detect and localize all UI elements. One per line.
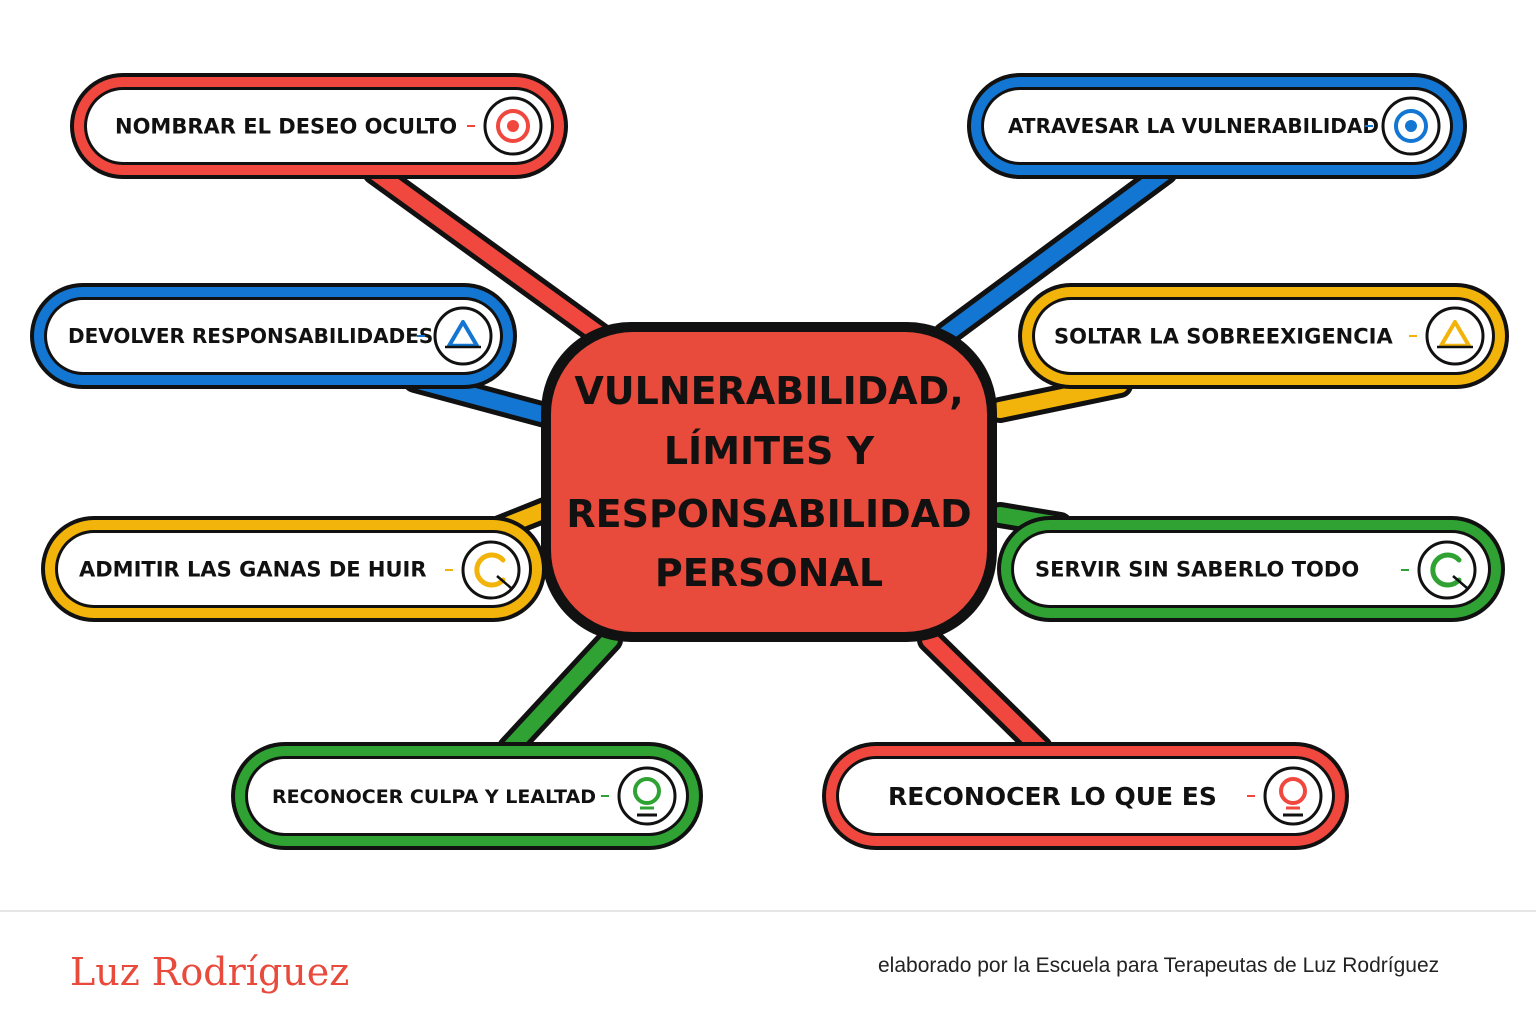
central-topic-line-2: LÍMITES Y [664,429,875,473]
node-loquees: RECONOCER LO QUE ES [822,742,1349,850]
node-nombrar: NOMBRAR EL DESEO OCULTO [70,73,568,179]
mind-map: NOMBRAR EL DESEO OCULTO ATRAVESAR LA VULN… [30,73,1509,850]
connector-soltar [987,372,1133,423]
target-icon [483,96,543,156]
node-devolver: DEVOLVER RESPONSABILIDADES [30,283,517,389]
connectors [362,159,1178,761]
lightbulb-icon [617,766,677,826]
node-face [839,759,1332,833]
central-topic-line-3: RESPONSABILIDAD [566,492,971,536]
node-face [47,300,500,372]
node-culpa: RECONOCER CULPA Y LEALTAD [231,742,703,850]
author-signature: Luz Rodríguez [70,950,350,994]
node-label-culpa: RECONOCER CULPA Y LEALTAD [272,786,596,808]
central-topic-line-1: VULNERABILIDAD, [574,369,963,413]
node-face [58,533,529,605]
node-face [1035,300,1492,372]
node-face [248,759,686,833]
target-icon [1381,96,1441,156]
connector-culpa [497,627,623,761]
node-label-servir: SERVIR SIN SABERLO TODO [1035,558,1359,582]
credit-text: elaborado por la Escuela para Terapeutas… [878,954,1440,977]
open-ring-icon [461,540,521,600]
node-atravesar: ATRAVESAR LA VULNERABILIDAD [967,73,1467,179]
node-label-soltar: SOLTAR LA SOBREEXIGENCIA [1054,325,1393,349]
node-label-devolver: DEVOLVER RESPONSABILIDADES [68,324,433,348]
node-admitir: ADMITIR LAS GANAS DE HUIR [41,516,546,622]
lightbulb-icon [1263,766,1323,826]
node-label-nombrar: NOMBRAR EL DESEO OCULTO [115,115,457,139]
central-topic: VULNERABILIDAD, LÍMITES Y RESPONSABILIDA… [541,322,997,642]
connector-atravesar [932,159,1178,348]
nodes: NOMBRAR EL DESEO OCULTO ATRAVESAR LA VULN… [30,73,1509,850]
central-topic-line-4: PERSONAL [655,551,883,595]
connector-nombrar [362,159,613,348]
triangle-icon [1425,306,1485,366]
node-face [984,90,1450,162]
footer-divider [0,910,1536,912]
central-topic-fill [551,332,987,632]
node-label-loquees: RECONOCER LO QUE ES [888,782,1217,811]
open-ring-icon [1417,540,1477,600]
node-face [87,90,551,162]
triangle-icon [433,306,493,366]
node-label-admitir: ADMITIR LAS GANAS DE HUIR [79,558,427,582]
node-soltar: SOLTAR LA SOBREEXIGENCIA [1018,283,1509,389]
connector-loquees [917,627,1053,761]
node-servir: SERVIR SIN SABERLO TODO [997,516,1505,622]
node-face [1014,533,1488,605]
node-label-atravesar: ATRAVESAR LA VULNERABILIDAD [1008,114,1379,138]
